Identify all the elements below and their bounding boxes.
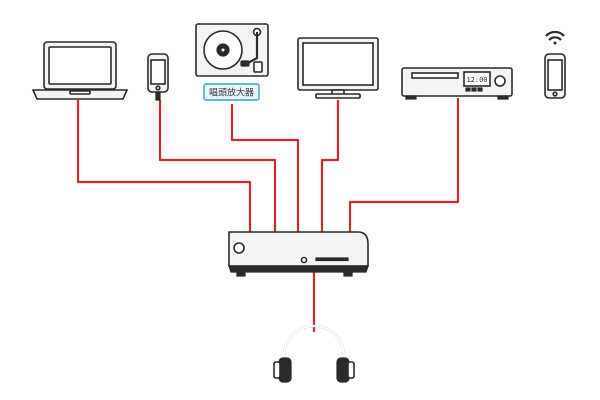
headphones-icon bbox=[273, 324, 355, 383]
wire-laptop-to-amp bbox=[76, 100, 252, 232]
tv-icon bbox=[297, 37, 379, 99]
phono-preamp-label: 唱頭放大器 bbox=[203, 83, 260, 101]
wire-phone-to-amp bbox=[158, 100, 277, 232]
cd-player-icon: 12:00 bbox=[401, 67, 513, 100]
cd-player-display: 12:00 bbox=[466, 76, 487, 84]
turntable-icon bbox=[195, 23, 269, 77]
phono-preamp-label-box bbox=[203, 83, 260, 101]
headphone-amp-icon bbox=[228, 231, 369, 277]
wire-cd-to-amp bbox=[348, 98, 460, 232]
wire-tv-to-amp bbox=[320, 100, 340, 232]
wifi-icon bbox=[545, 30, 565, 45]
wires bbox=[76, 98, 460, 332]
wire-preamp-to-amp bbox=[230, 104, 300, 232]
laptop-icon bbox=[31, 41, 129, 100]
wireless-phone-icon bbox=[544, 30, 566, 99]
phono-preamp-label-text: 唱頭放大器 bbox=[209, 87, 254, 99]
smartphone-icon bbox=[147, 53, 169, 101]
